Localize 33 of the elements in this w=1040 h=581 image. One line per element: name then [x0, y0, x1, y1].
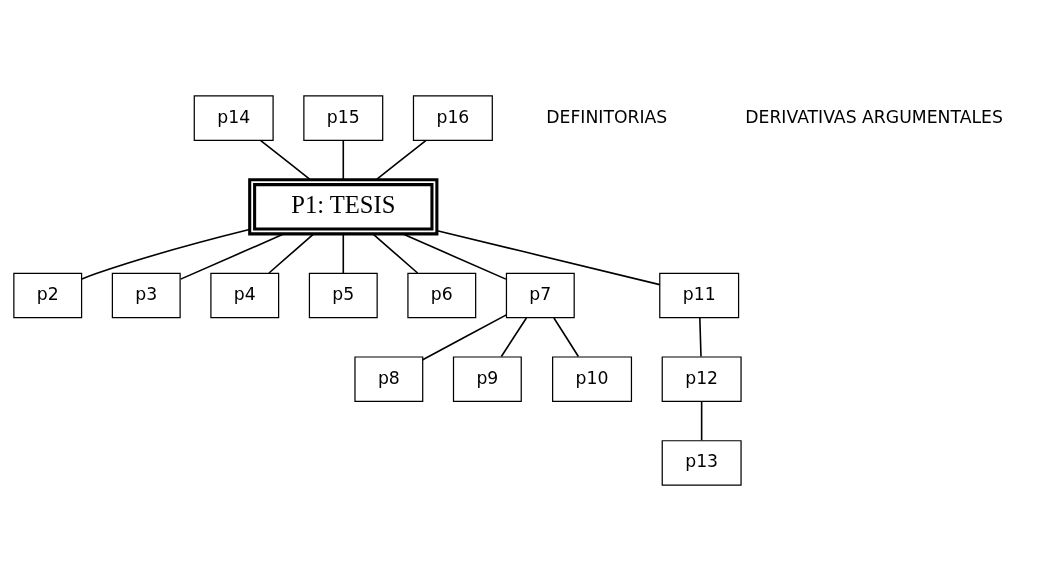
connector	[553, 317, 580, 358]
node-box: p9	[452, 356, 522, 402]
connector	[268, 233, 315, 274]
node-box: p16	[412, 95, 493, 141]
connector	[259, 139, 312, 181]
node-box: p2	[13, 272, 83, 319]
node-box: p12	[661, 356, 742, 402]
node-box: p3	[111, 272, 181, 319]
node-box: p6	[407, 272, 477, 319]
connector	[699, 317, 702, 358]
connector	[81, 228, 251, 280]
node-box: p7	[505, 272, 575, 319]
node-box: p5	[308, 272, 378, 319]
node-box: p8	[354, 356, 424, 402]
connector	[401, 233, 507, 280]
connector	[500, 317, 528, 358]
node-box: p14	[193, 95, 274, 141]
node-box: p13	[661, 440, 742, 486]
label: DEFINITORIAS	[546, 106, 668, 127]
node-box: p4	[210, 272, 280, 319]
connector	[700, 400, 703, 441]
connector	[342, 233, 345, 274]
connector	[421, 314, 508, 361]
node-box: P1: TESIS	[248, 178, 439, 236]
node-box: p15	[303, 95, 384, 141]
connector	[179, 233, 285, 280]
connector	[342, 139, 345, 181]
connector	[436, 229, 661, 286]
connector	[375, 139, 427, 181]
node-box: p10	[552, 356, 633, 402]
connector	[372, 233, 419, 274]
node-box: p11	[659, 272, 740, 319]
label: DERIVATIVAS ARGUMENTALES	[745, 106, 1003, 127]
